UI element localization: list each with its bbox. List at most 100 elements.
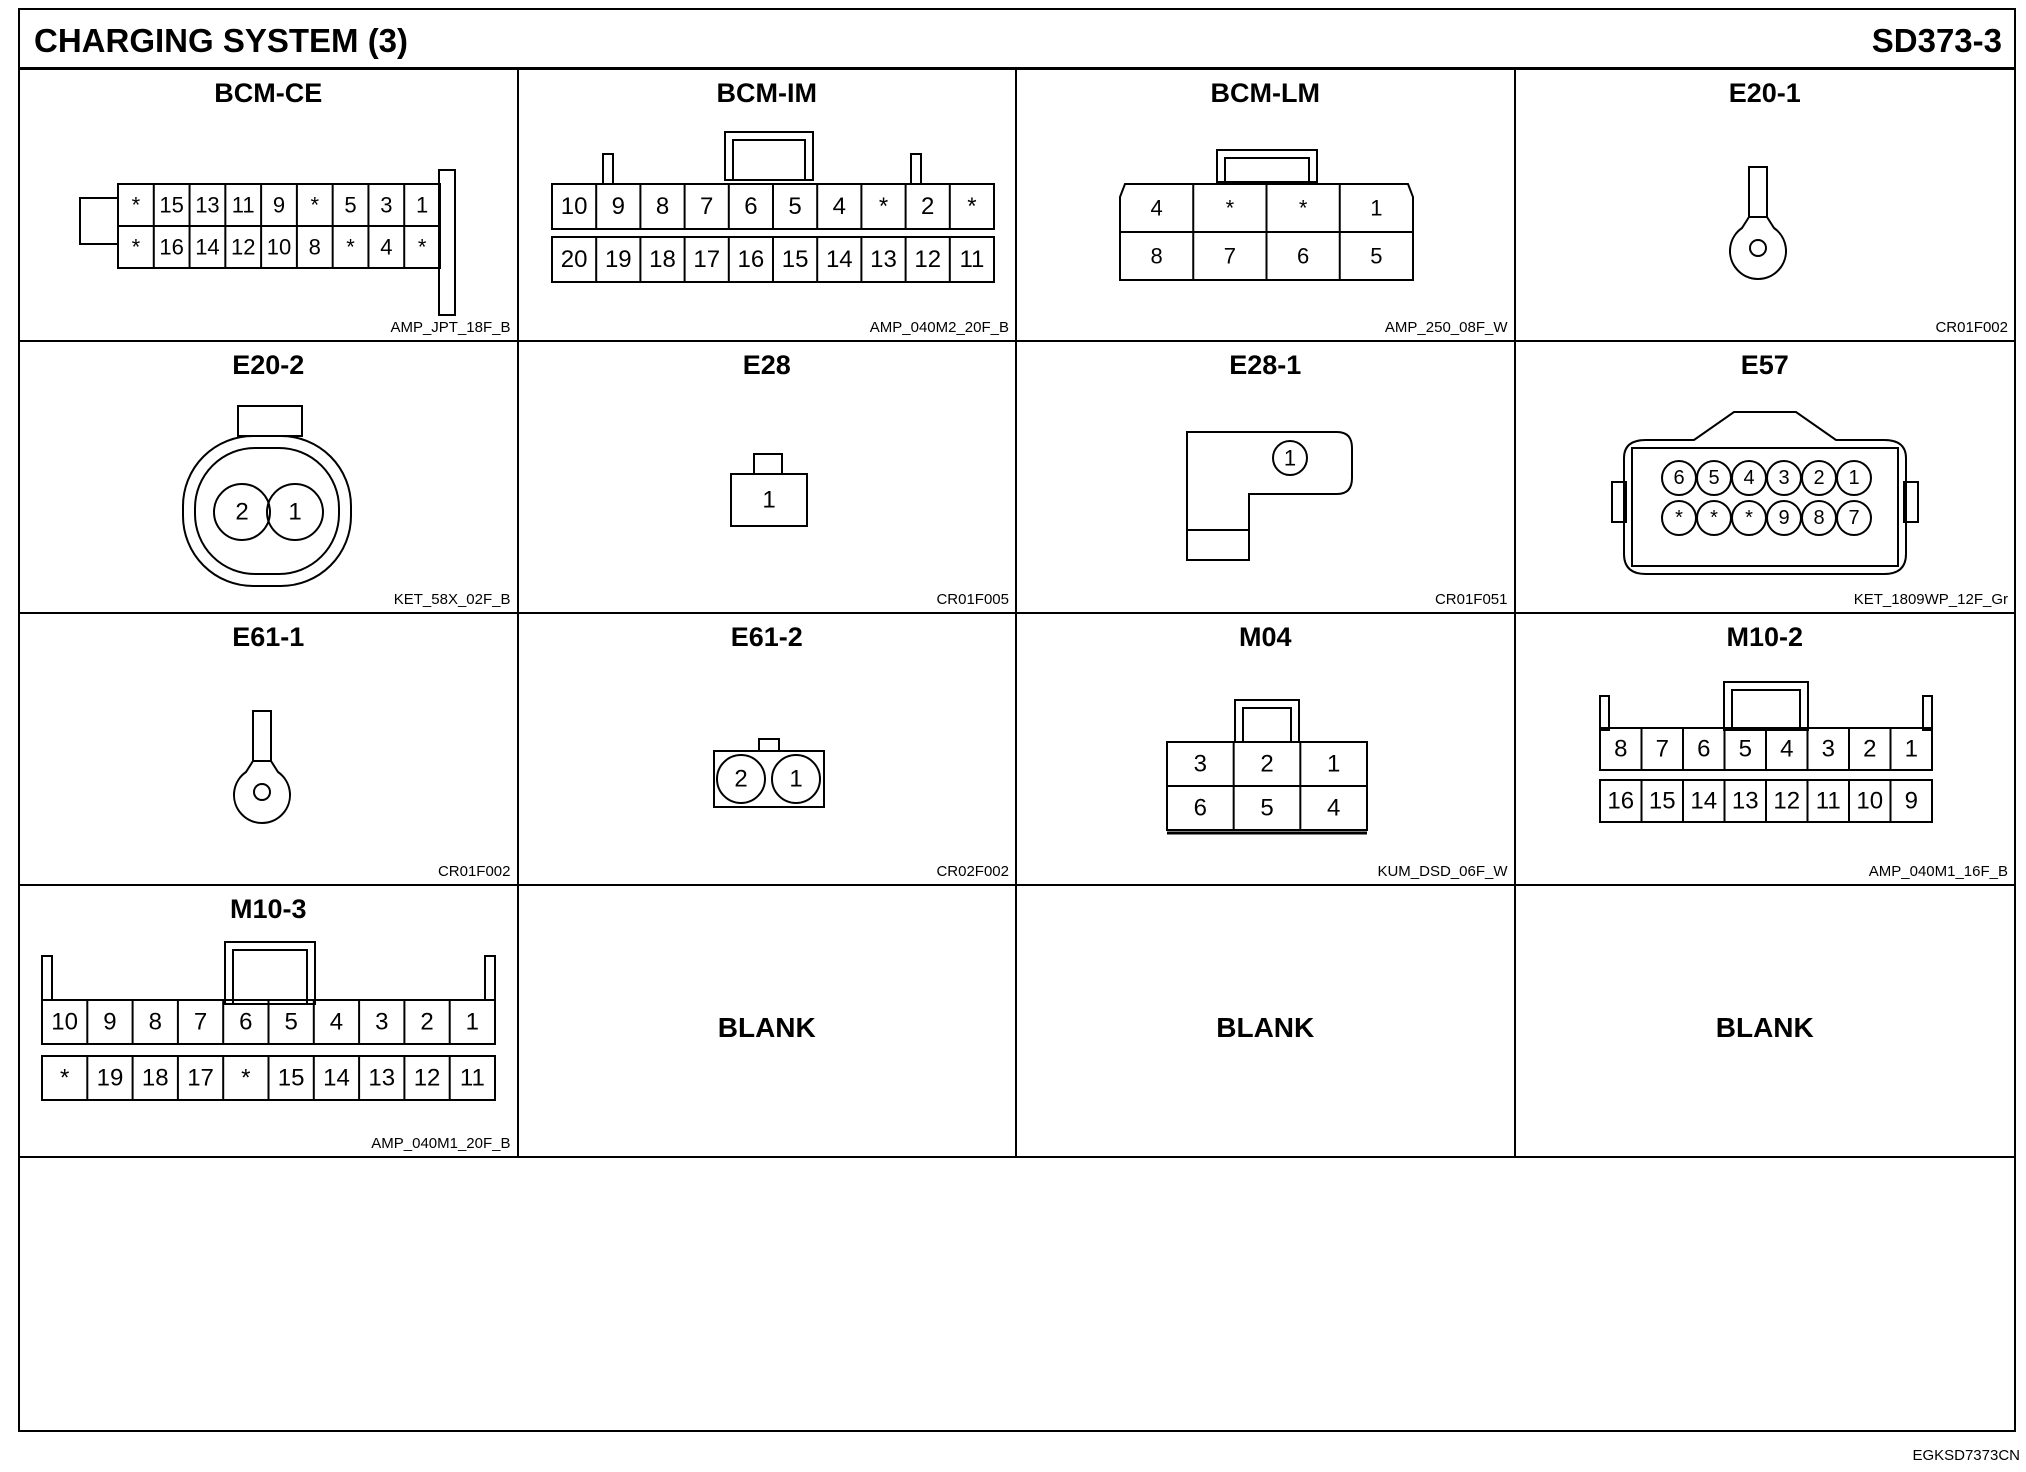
pin-label: 17 [693, 246, 720, 273]
pin-label: 16 [159, 235, 183, 260]
connector-name: E28 [742, 350, 791, 380]
pin-label: 9 [1904, 788, 1917, 815]
pin-label: * [878, 193, 887, 220]
terminal-ring [233, 760, 291, 824]
pin-label: 15 [1648, 788, 1675, 815]
connector-name: E57 [1740, 350, 1789, 380]
pin-label: 4 [1743, 467, 1754, 489]
side-tab [1902, 481, 1919, 523]
pin-label: 2 [1260, 751, 1273, 778]
connector-body [729, 473, 808, 527]
pin-label: 9 [273, 193, 285, 218]
latch-inner [232, 949, 308, 1005]
footer-code: EGKSD7373CN [1912, 1447, 2020, 1464]
pin-label: 5 [1738, 736, 1751, 763]
latch [237, 405, 303, 437]
pin-label: 10 [560, 193, 587, 220]
pin-label: * [310, 193, 319, 218]
pin-label: * [1675, 507, 1683, 529]
pin-label: 6 [1194, 795, 1207, 822]
pin-label: 3 [1194, 751, 1207, 778]
pin-label: 8 [149, 1009, 162, 1036]
connector-type: AMP_250_08F_W [1384, 319, 1508, 336]
pin-label: * [1710, 507, 1718, 529]
pin-label: 9 [611, 193, 624, 220]
pin-label: 16 [1607, 788, 1634, 815]
connector-name: E20-1 [1728, 78, 1801, 108]
pin-label: 8 [1813, 507, 1824, 529]
connector-type: KUM_DSD_06F_W [1377, 863, 1508, 880]
connector-drawing [1728, 166, 1787, 280]
pin-label: 8 [1151, 244, 1163, 269]
pin-label: 14 [1690, 788, 1717, 815]
pin-label: 1 [762, 487, 775, 514]
latch-inner [1242, 707, 1292, 743]
pin-label: 2 [734, 766, 747, 793]
terminal-stem [1747, 166, 1768, 218]
page-code: SD373-3 [1871, 22, 2002, 59]
pin-label: * [1226, 196, 1235, 221]
pin-label: * [132, 235, 141, 260]
connector-type: CR01F051 [1434, 591, 1508, 608]
pin-label: 20 [560, 246, 587, 273]
pin-label: 5 [1708, 467, 1719, 489]
blank-label: BLANK [717, 1012, 816, 1043]
connector-name: E61-1 [232, 622, 305, 652]
pin-label: 14 [825, 246, 852, 273]
pin-label: 1 [416, 193, 428, 218]
pin-label: 18 [649, 246, 676, 273]
pin-label: 11 [1815, 788, 1840, 815]
pin-circle [266, 483, 324, 541]
connector-name: E20-2 [232, 350, 305, 380]
pin-label: 4 [380, 235, 392, 260]
pin-label: 2 [1863, 736, 1876, 763]
connector-body [1186, 431, 1353, 561]
pin-label: 6 [1697, 736, 1710, 763]
post [41, 955, 53, 1001]
pin-label: 1 [1370, 196, 1382, 221]
connector-name: BCM-LM [1210, 78, 1320, 108]
connector-type: AMP_JPT_18F_B [390, 319, 511, 336]
pin-label: 12 [1773, 788, 1800, 815]
pin-label: 1 [1327, 751, 1340, 778]
connector-type: AMP_040M1_20F_B [371, 1135, 511, 1152]
pin-circle [1835, 460, 1872, 496]
connector-name: E28-1 [1229, 350, 1302, 380]
terminal-ring [1728, 216, 1787, 280]
pin-label: 7 [700, 193, 713, 220]
side-tab [79, 197, 119, 245]
side-tab [1610, 481, 1627, 523]
pin-label: 14 [195, 235, 219, 260]
pin-label: 11 [460, 1065, 485, 1092]
pin-label: 15 [278, 1065, 305, 1092]
pin-label: 1 [1284, 446, 1296, 471]
connector-shell [1119, 183, 1414, 281]
connector-type: KET_1809WP_12F_Gr [1853, 591, 2008, 608]
latch [224, 941, 316, 1005]
connector-shell-inner [194, 447, 340, 575]
pin-label: 5 [1260, 795, 1273, 822]
latch-inner [1730, 689, 1801, 731]
connector-shell [182, 435, 352, 587]
pin-label: * [1745, 507, 1753, 529]
blank-label: BLANK [1216, 1012, 1315, 1043]
pin-label: 19 [97, 1065, 124, 1092]
pin-label: 10 [267, 235, 291, 260]
connector-body [712, 750, 825, 808]
pin-circle [1835, 500, 1872, 536]
pin-label: 14 [323, 1065, 350, 1092]
pin-circle [213, 483, 271, 541]
blank-label: BLANK [1715, 1012, 1814, 1043]
connector-shell [1622, 411, 1907, 575]
